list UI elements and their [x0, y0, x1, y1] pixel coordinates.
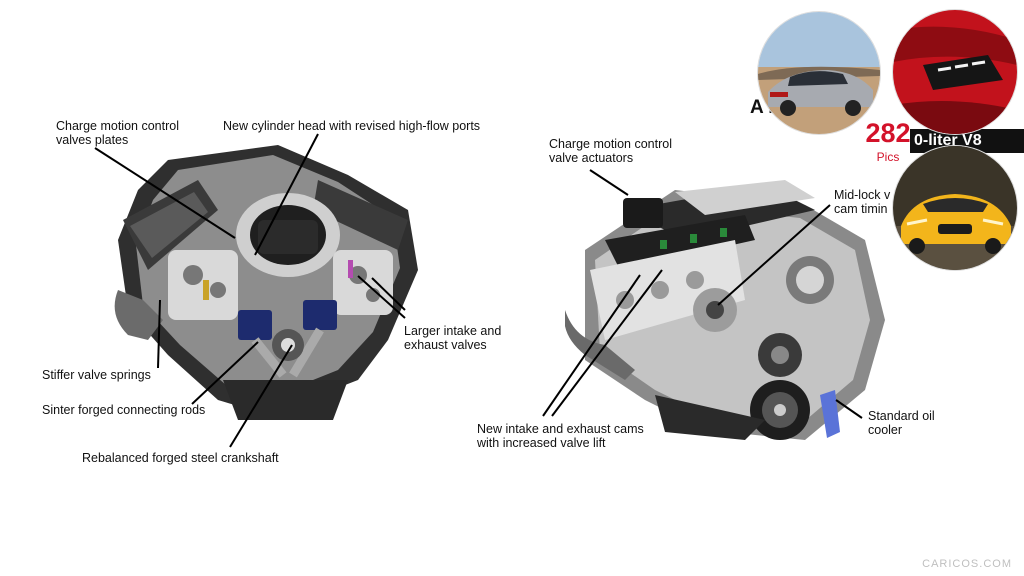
- label-cams: New intake and exhaust cams with increas…: [477, 422, 644, 450]
- label-larger-valves: Larger intake and exhaust valves: [404, 324, 502, 352]
- label-charge-motion-plates: Charge motion control valves plates: [56, 119, 179, 147]
- red-mustang-thumbnail[interactable]: [893, 10, 1017, 134]
- label-mid-lock: Mid-lock v cam timin: [834, 188, 891, 216]
- silver-mustang-thumbnail[interactable]: [758, 12, 880, 134]
- label-valve-springs: Stiffer valve springs: [42, 368, 151, 382]
- label-connecting-rods: Sinter forged connecting rods: [42, 403, 206, 417]
- pics-count[interactable]: 282: [865, 118, 911, 148]
- watermark: CARICOS.COM: [922, 558, 1012, 570]
- label-valve-actuators: Charge motion control valve actuators: [549, 137, 672, 165]
- label-crankshaft: Rebalanced forged steel crankshaft: [82, 451, 279, 465]
- yellow-mustang-thumbnail[interactable]: [893, 146, 1017, 270]
- pics-label[interactable]: Pics: [876, 150, 900, 164]
- label-oil-cooler: Standard oil cooler: [868, 409, 935, 437]
- right-engine-image: [565, 180, 885, 440]
- label-cylinder-head: New cylinder head with revised high-flow…: [223, 119, 481, 133]
